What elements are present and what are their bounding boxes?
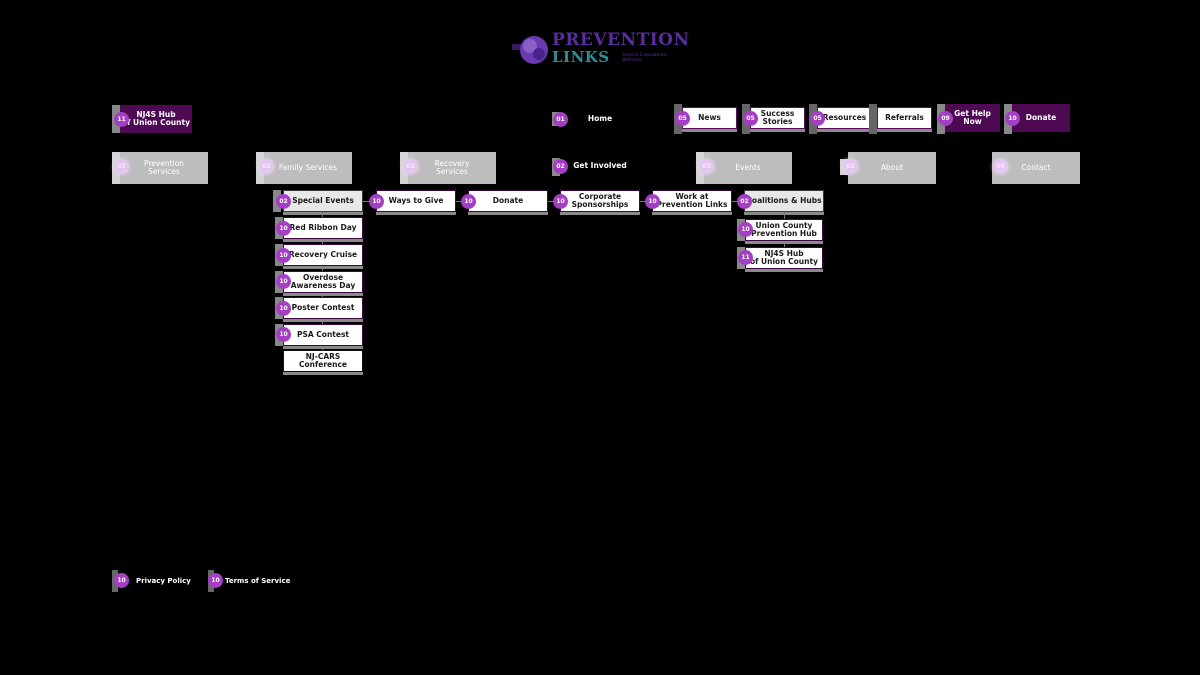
nav-news[interactable]: News [682,107,737,129]
union-county-prevention-hub-label: Union County Prevention Hub [751,220,817,238]
psa-contest-label: PSA Contest [296,329,350,339]
nav-nj4s-hub-label: NJ4S Hub of Union County [122,109,190,127]
special-events-label: Special Events [292,195,354,205]
nav-get-help-now-label: Get Help Now [954,108,991,126]
connector-tab [869,104,877,134]
page-count-badge: 10 [276,301,291,316]
nav-prevention-services[interactable]: Prevention Services [120,152,208,184]
red-ribbon-day-label: Red Ribbon Day [289,222,357,232]
nav-contact-label: Contact [1021,162,1051,172]
page-count-badge: 10 [276,274,291,289]
donate-label: Donate [492,195,524,205]
nav-home[interactable]: Home [572,110,628,128]
nav-nj4s-hub[interactable]: NJ4S Hub of Union County [120,105,192,133]
page-count-badge: 10 [461,194,476,209]
nav-donate-top-label: Donate [1025,112,1057,122]
special-events-recovery-cruise[interactable]: Recovery Cruise [283,244,363,266]
page-count-badge: 02 [737,194,752,209]
page-count-badge: 01 [553,112,568,127]
coalitions-hubs-label: Coalitions & Hubs [746,195,822,205]
special-events-psa-contest[interactable]: PSA Contest [283,324,363,346]
page-count-badge: 11 [738,250,753,265]
page-count-badge: 02 [553,159,568,174]
logo[interactable]: PREVENTION LINKS Service Empowered Welln… [512,30,690,70]
page-count-badge: 11 [114,112,129,127]
page-count-badge: 02 [843,159,858,174]
page-count-badge: 10 [276,327,291,342]
page-count-badge: 05 [810,111,825,126]
coalitions-nj4s-hub[interactable]: NJ4S Hub of Union County [745,247,823,269]
page-count-badge: 02 [276,194,291,209]
page-count-badge: 10 [738,222,753,237]
nav-donate-top[interactable]: Donate [1012,104,1070,132]
nav-about[interactable]: About [848,152,936,184]
work-at-prevention-links-label: Work at Prevention Links [656,191,728,209]
nav-events[interactable]: Events [704,152,792,184]
nav-news-label: News [698,112,721,122]
corporate-sponsorships-label: Corporate Sponsorships [571,191,629,209]
nav-get-involved[interactable]: Get Involved [572,157,628,175]
nj-cars-conference-label: NJ-CARS Conference [298,351,347,369]
logo-line2: LINKS [552,48,610,66]
logo-tagline: Service Empowered Wellness [622,53,667,63]
page-count-badge: 10 [553,194,568,209]
nav-get-help-now[interactable]: Get Help Now [945,104,1000,132]
page-count-badge: 10 [208,573,223,588]
footer-terms-of-service[interactable]: Terms of Service [225,577,291,585]
ways-to-give-label: Ways to Give [388,195,444,205]
page-count-badge: 02 [114,159,129,174]
special-events-overdose-awareness-day[interactable]: Overdose Awareness Day [283,271,363,293]
nav-referrals-label: Referrals [885,112,924,122]
get-involved-special-events[interactable]: Special Events [283,190,363,212]
footer-privacy-policy[interactable]: Privacy Policy [136,577,191,585]
get-involved-ways-to-give[interactable]: Ways to Give [376,190,456,212]
page-count-badge: 10 [276,248,291,263]
nav-events-label: Events [735,162,761,172]
nav-resources-label: Resources [822,112,867,122]
nav-resources[interactable]: Resources [817,107,872,129]
recovery-cruise-label: Recovery Cruise [288,249,358,259]
nav-family-services-label: Family Services [278,162,338,172]
nav-about-label: About [880,162,904,172]
page-count-badge: 06 [993,159,1008,174]
logo-mark-icon [512,36,548,64]
page-count-badge: 03 [699,159,714,174]
special-events-red-ribbon-day[interactable]: Red Ribbon Day [283,217,363,239]
page-count-badge: 02 [259,159,274,174]
get-involved-work-at-prevention-links[interactable]: Work at Prevention Links [652,190,732,212]
page-count-badge: 10 [645,194,660,209]
coalitions-union-county-prevention-hub[interactable]: Union County Prevention Hub [745,219,823,241]
page-count-badge: 10 [1005,111,1020,126]
special-events-nj-cars-conference[interactable]: NJ-CARS Conference [283,350,363,372]
get-involved-donate[interactable]: Donate [468,190,548,212]
page-count-badge: 10 [369,194,384,209]
nj4s-hub-label: NJ4S Hub of Union County [750,248,818,266]
page-count-badge: 09 [938,111,953,126]
nav-success-stories-label: Success Stories [760,108,795,126]
nav-recovery-services-label: Recovery Services [434,158,470,176]
get-involved-corporate-sponsorships[interactable]: Corporate Sponsorships [560,190,640,212]
nav-success-stories[interactable]: Success Stories [750,107,805,129]
nav-family-services[interactable]: Family Services [264,152,352,184]
page-count-badge: 10 [276,221,291,236]
overdose-awareness-day-label: Overdose Awareness Day [290,272,356,290]
poster-contest-label: Poster Contest [291,302,355,312]
logo-line1: PREVENTION [552,30,690,50]
nav-recovery-services[interactable]: Recovery Services [408,152,496,184]
nav-referrals[interactable]: Referrals [877,107,932,129]
page-count-badge: 10 [114,573,129,588]
connector-line [362,201,742,202]
page-count-badge: 05 [675,111,690,126]
page-count-badge: 03 [403,159,418,174]
page-count-badge: 05 [743,111,758,126]
get-involved-coalitions-hubs[interactable]: Coalitions & Hubs [744,190,824,212]
nav-home-label: Home [587,113,613,123]
nav-prevention-services-label: Prevention Services [143,158,185,176]
nav-get-involved-label: Get Involved [573,160,627,170]
special-events-poster-contest[interactable]: Poster Contest [283,297,363,319]
